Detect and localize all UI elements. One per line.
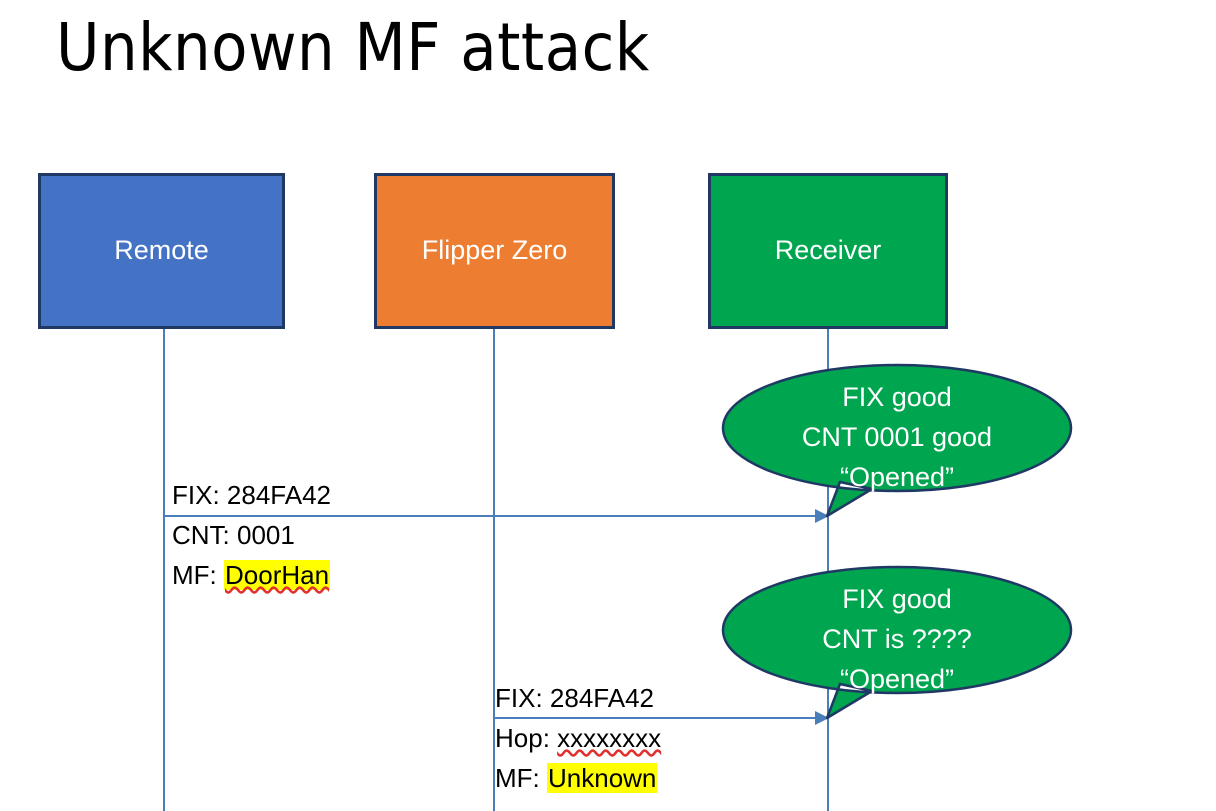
actor-label-remote: Remote (114, 235, 209, 266)
message-line-cnt: CNT: 0001 (172, 515, 331, 555)
message-line-prefix: FIX: (495, 683, 550, 713)
message-line-value: 284FA42 (226, 480, 331, 510)
message-line-hop: Hop: xxxxxxxx (495, 718, 661, 758)
actor-box-remote[interactable]: Remote (38, 173, 285, 329)
callout-shape (721, 363, 1073, 518)
message-arrow-remote-to-receiver (164, 509, 829, 523)
page-title: Unknown MF attack (56, 9, 650, 86)
callout-shape (721, 565, 1073, 720)
arrow-head-icon (815, 509, 829, 523)
message-line-mf: MF: DoorHan (172, 555, 331, 595)
message-line-prefix: Hop: (495, 723, 558, 753)
lifeline-remote (163, 329, 165, 811)
message-line-prefix: CNT: (172, 520, 237, 550)
message-line-value-highlighted: DoorHan (224, 560, 331, 590)
arrow-head-icon (815, 711, 829, 725)
message-label-remote-to-receiver: FIX: 284FA42 CNT: 0001 MF: DoorHan (172, 475, 331, 595)
actor-label-flipper-zero: Flipper Zero (421, 235, 568, 266)
actor-box-receiver[interactable]: Receiver (708, 173, 948, 329)
message-line-prefix: MF: (495, 763, 547, 793)
message-line-value: xxxxxxxx (557, 723, 662, 753)
message-line-prefix: MF: (172, 560, 224, 590)
message-line-value: 0001 (237, 520, 295, 550)
message-line-value: 284FA42 (549, 683, 654, 713)
message-line-fix: FIX: 284FA42 (172, 475, 331, 515)
message-label-flipper-to-receiver: FIX: 284FA42 Hop: xxxxxxxx MF: Unknown (495, 678, 661, 798)
message-line-mf: MF: Unknown (495, 758, 661, 798)
message-arrow-flipper-to-receiver (494, 711, 829, 725)
callout-bubble-first-frame: FIX good CNT 0001 good “Opened” (721, 363, 1073, 518)
message-line-prefix: FIX: (172, 480, 227, 510)
actor-box-flipper-zero[interactable]: Flipper Zero (374, 173, 615, 329)
callout-bubble-second-frame: FIX good CNT is ???? “Opened” (721, 565, 1073, 720)
lifeline-receiver (827, 329, 829, 811)
message-line-fix: FIX: 284FA42 (495, 678, 661, 718)
actor-label-receiver: Receiver (774, 235, 882, 266)
lifeline-flipper (493, 329, 495, 811)
message-line-value-highlighted: Unknown (547, 763, 658, 793)
